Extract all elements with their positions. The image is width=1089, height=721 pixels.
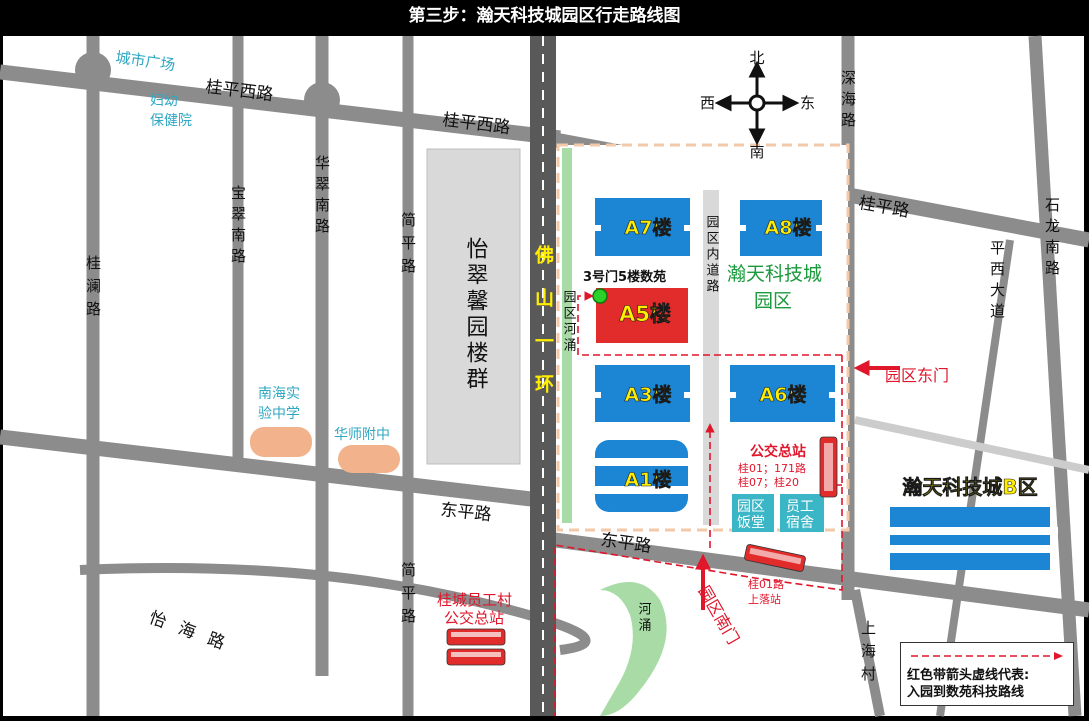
yihai-road [79, 563, 591, 655]
nanhai-school-label-1: 南海实 [258, 386, 300, 402]
building-a6-label: A6楼 [760, 383, 807, 406]
river-label: 河涌 [636, 602, 652, 634]
jianping-label-1: 简平路 [399, 212, 417, 281]
building-a7 [595, 198, 690, 256]
roundabout-north-west [75, 52, 111, 88]
park-inner-road [703, 190, 719, 525]
bus-stop-line2: 上落站 [748, 592, 781, 606]
bus-hub-icon [819, 436, 838, 498]
pingxi-label: 平西大道 [988, 240, 1006, 324]
huashi-school-marker [338, 445, 400, 473]
foshan-ring-label: 佛山一环 [532, 244, 555, 417]
compass-west: 西 [700, 94, 715, 112]
legend: 红色带箭头虚线代表: 入园到数苑科技路线 [900, 642, 1074, 706]
building-a6 [730, 365, 835, 422]
east-gate-label: 园区东门 [885, 366, 949, 385]
shilong-road [1028, 35, 1082, 717]
guicheng-bus-label-2: 公交总站 [444, 609, 504, 627]
building-a5 [596, 288, 688, 343]
building-a3 [595, 365, 690, 422]
campus-route-map: 北 南 西 东 城市广场 桂平西路 桂平西路 桂平路 东平路 东平路 怡海路 桂… [0, 35, 1089, 717]
dorm-label-1: 员工 [786, 499, 814, 515]
park-river-label: 园区河涌 [561, 290, 577, 354]
dorm-block [780, 494, 824, 532]
guicheng-bus-icons [446, 628, 506, 666]
building-a5-label: A5楼 [619, 302, 671, 326]
maternity-label-1: 妇幼 [150, 92, 178, 109]
roundabout-north [304, 82, 340, 118]
guilan-label: 桂澜路 [84, 255, 102, 324]
compass-south: 南 [749, 143, 764, 161]
building-a3-label: A3楼 [625, 383, 672, 406]
nanhai-school-marker [250, 427, 312, 457]
huashi-school-label: 华师附中 [334, 427, 390, 443]
guicheng-bus-label-1: 桂城员工村 [437, 591, 512, 609]
bus-stop-icon [744, 544, 806, 572]
yicui-label: 怡翠馨园楼群 [463, 237, 489, 393]
shanghai-road [850, 589, 885, 717]
canteen-label-1: 园区 [737, 499, 765, 515]
nanhai-school-label-2: 验中学 [258, 406, 300, 422]
minor-road [854, 416, 1089, 474]
destination-marker [592, 288, 608, 304]
yicui-buildings-block [426, 148, 521, 465]
park-river-strip [562, 148, 572, 523]
maternity-label-2: 保健院 [150, 113, 192, 129]
compass-icon [714, 60, 800, 146]
shanghai-cun-label: 上海村 [859, 620, 877, 689]
dongping-road-east [554, 532, 1089, 618]
baocui-label: 宝翠南路 [229, 185, 247, 269]
bus-stop-line1: 桂01路 [748, 577, 784, 591]
building-a1 [588, 440, 695, 512]
building-a7-label: A7楼 [625, 216, 672, 239]
shenhai-label: 深海路 [839, 70, 857, 133]
bus-hub-line2: 桂07；桂20 [738, 475, 799, 489]
shilong-label: 石龙南路 [1043, 197, 1061, 281]
huacui-label: 华翠南路 [313, 155, 331, 239]
canteen-label-2: 饭堂 [737, 515, 765, 531]
building-a8 [740, 200, 822, 256]
canteen-block [732, 494, 774, 532]
compass-east: 东 [800, 94, 815, 112]
dorm-label-2: 宿舍 [786, 514, 814, 531]
legend-line1: 红色带箭头虚线代表: [907, 668, 1030, 683]
bus-hub-title: 公交总站 [750, 443, 806, 460]
legend-arrow-icon [911, 652, 1063, 660]
park-inner-road-label: 园区内道路 [704, 215, 720, 295]
map-title: 第三步：瀚天科技城园区行走路线图 [408, 6, 681, 26]
park-a-label-1: 瀚天科技城 [727, 263, 822, 285]
river [600, 582, 667, 716]
building-a1-label: A1楼 [625, 468, 672, 491]
bus-hub-line1: 桂01；171路 [738, 461, 806, 475]
legend-line2: 入园到数苑科技路线 [907, 685, 1025, 700]
park-a-label-2: 园区 [754, 290, 792, 312]
compass-north: 北 [749, 49, 764, 67]
park-b-label: 瀚天科技城B区 [902, 475, 1037, 499]
building-a8-label: A8楼 [765, 216, 812, 239]
park-b-building [882, 507, 1058, 570]
pingxi-avenue [936, 239, 1014, 717]
jianping-label-2: 简平路 [399, 562, 417, 631]
destination-label: 3号门5楼数苑 [583, 269, 666, 285]
